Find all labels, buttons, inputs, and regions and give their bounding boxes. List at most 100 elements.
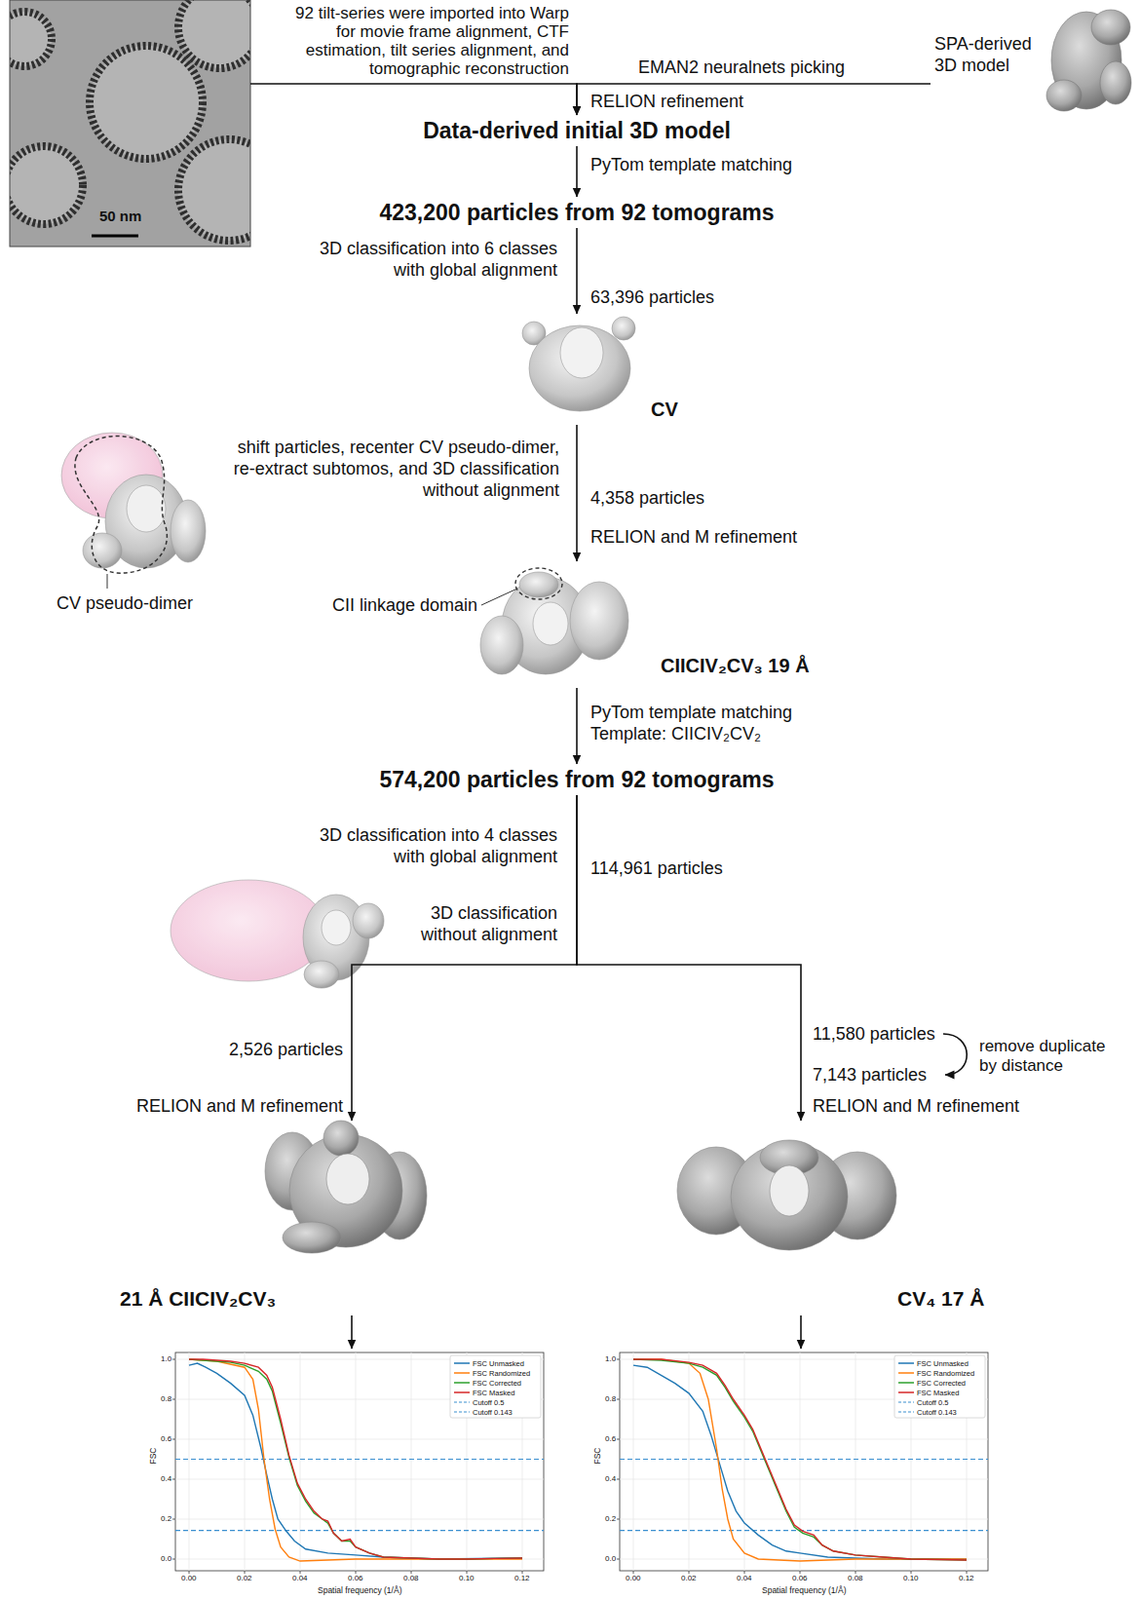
annotation: 63,396 particles [590, 286, 715, 308]
tick-label: 0.2 [605, 1514, 616, 1524]
tomogram-image [9, 11, 52, 67]
legend-item: FSC Randomized [916, 1368, 975, 1378]
annotation: 3D classification into 4 classes with gl… [294, 824, 558, 868]
annotation: PyTom template matching [590, 153, 793, 176]
density-map-text: 21 Å CIICIV₂CV₃ [119, 1286, 276, 1311]
label-holder: EMAN2 neuralnets picking [638, 56, 845, 78]
annotation: 114,961 particles [590, 857, 723, 879]
text-holder: CV [650, 397, 679, 421]
legend-item: FSC Corrected [916, 1378, 966, 1388]
step-heading: 574,200 particles from 92 tomograms [373, 763, 780, 796]
classification-map-image [170, 879, 327, 982]
label-holder: 0.4 [605, 1474, 616, 1484]
label-holder: 0.04 [736, 1573, 753, 1584]
tomogram-image [9, 146, 83, 225]
tick-label: 0.02 [236, 1573, 253, 1584]
legend-text: Cutoff 0.143 [916, 1407, 957, 1417]
tick-label: 0.08 [403, 1573, 419, 1584]
annotation: EMAN2 neuralnets picking [638, 56, 845, 78]
cv-map-image [611, 316, 636, 341]
label-holder: 0.02 [681, 1573, 697, 1584]
annotation: 92 tilt-series were imported into Warp f… [286, 3, 570, 78]
legend-item: Cutoff 0.143 [916, 1407, 957, 1417]
text-holder: 423,200 particles from 92 tomograms [379, 198, 774, 227]
tick-label: 0.06 [792, 1573, 808, 1584]
pseudo-dimer-image [126, 485, 166, 532]
annotation: 3D classification without alignment [401, 902, 558, 946]
text-holder: 50 nm [99, 207, 142, 226]
fsc-plot-text: FSC [591, 1447, 602, 1465]
supercomplex-map-image [519, 571, 559, 598]
legend-text: FSC Unmasked [472, 1359, 525, 1368]
step-heading-text: 423,200 particles from 92 tomograms [379, 198, 774, 227]
label-holder: 0.10 [458, 1573, 475, 1584]
density-map: CV₄ 17 Å [667, 1120, 1014, 1316]
label-holder: CII linkage domain [332, 594, 478, 616]
text-holder: FSC [591, 1447, 602, 1465]
label-holder: 0.8 [605, 1394, 616, 1405]
text-holder: 574,200 particles from 92 tomograms [379, 765, 774, 794]
step-heading-text: Data-derived initial 3D model [422, 116, 731, 145]
annotation: 2,526 particles [228, 1038, 343, 1061]
step-heading: Data-derived initial 3D model [417, 114, 737, 147]
tick-label: 0.08 [847, 1573, 864, 1584]
label-holder: 1.0 [160, 1354, 172, 1365]
label-holder: 3D classification into 6 classes with gl… [294, 237, 558, 281]
legend-item: Cutoff 0.5 [472, 1398, 504, 1407]
tomogram-image [178, 139, 251, 241]
tick-label: 0.04 [736, 1573, 753, 1584]
label-holder: 0.2 [160, 1514, 172, 1524]
reference-model: SPA-derived 3D model [930, 0, 1138, 122]
flow-arrow [575, 228, 578, 314]
label-holder: 0.12 [514, 1573, 531, 1584]
annotation: PyTom template matching Template: CIICIV… [590, 701, 810, 745]
label-holder: RELION and M refinement [812, 1095, 1020, 1117]
tick-label: 0.12 [958, 1573, 975, 1584]
tick-label: 0.0 [160, 1554, 172, 1564]
label-holder: 0.06 [792, 1573, 808, 1584]
map-image [282, 1221, 342, 1254]
cv-map-image [560, 327, 604, 379]
text-holder: FSC [147, 1447, 157, 1465]
cv-map-image [522, 316, 636, 412]
legend-item: FSC Unmasked [472, 1359, 525, 1368]
legend-item: FSC Randomized [472, 1368, 531, 1378]
map-image [265, 1120, 427, 1254]
annotation: RELION and M refinement [812, 1095, 1020, 1117]
pseudo-dimer-image [75, 436, 167, 574]
tick-label: 1.0 [605, 1354, 616, 1365]
label-holder: RELION and M refinement [136, 1095, 343, 1117]
tomogram-image [9, 0, 251, 247]
legend-item: FSC Masked [916, 1388, 959, 1398]
pseudo-dimer-image [170, 499, 206, 563]
legend-item: FSC Masked [472, 1388, 515, 1398]
tick-label: 0.00 [625, 1573, 642, 1584]
tomogram-panel: 50 nm [9, 0, 251, 247]
tick-label: 0.6 [160, 1434, 172, 1444]
classification-map-image [321, 910, 351, 946]
label-holder: 0.04 [292, 1573, 308, 1584]
density-map-text: CV [650, 397, 679, 421]
legend-text: FSC Unmasked [916, 1359, 969, 1368]
legend-text: Cutoff 0.5 [472, 1398, 504, 1407]
label-holder: 0.08 [847, 1573, 864, 1584]
legend-text: FSC Masked [916, 1388, 959, 1398]
label-holder: 0.0 [160, 1554, 172, 1564]
legend-text: Cutoff 0.143 [472, 1407, 513, 1417]
annotation: remove duplicate by distance [979, 1036, 1116, 1076]
label-holder: 92 tilt-series were imported into Warp f… [286, 3, 570, 78]
legend-text: Cutoff 0.5 [916, 1398, 949, 1407]
label-holder: RELION refinement [590, 90, 744, 113]
legend-text: FSC Corrected [916, 1378, 966, 1388]
plot-frame [616, 1352, 988, 1574]
flow-arrow [575, 687, 578, 764]
label-holder: 1.0 [605, 1354, 616, 1365]
pseudo-dimer-image [61, 432, 206, 589]
label-holder: 0.6 [160, 1434, 172, 1444]
tick-label: 0.4 [160, 1474, 172, 1484]
label-holder: 0.8 [160, 1394, 172, 1405]
supercomplex-map-image [570, 581, 629, 660]
label-holder: 0.10 [903, 1573, 919, 1584]
tomogram-image [178, 0, 251, 69]
